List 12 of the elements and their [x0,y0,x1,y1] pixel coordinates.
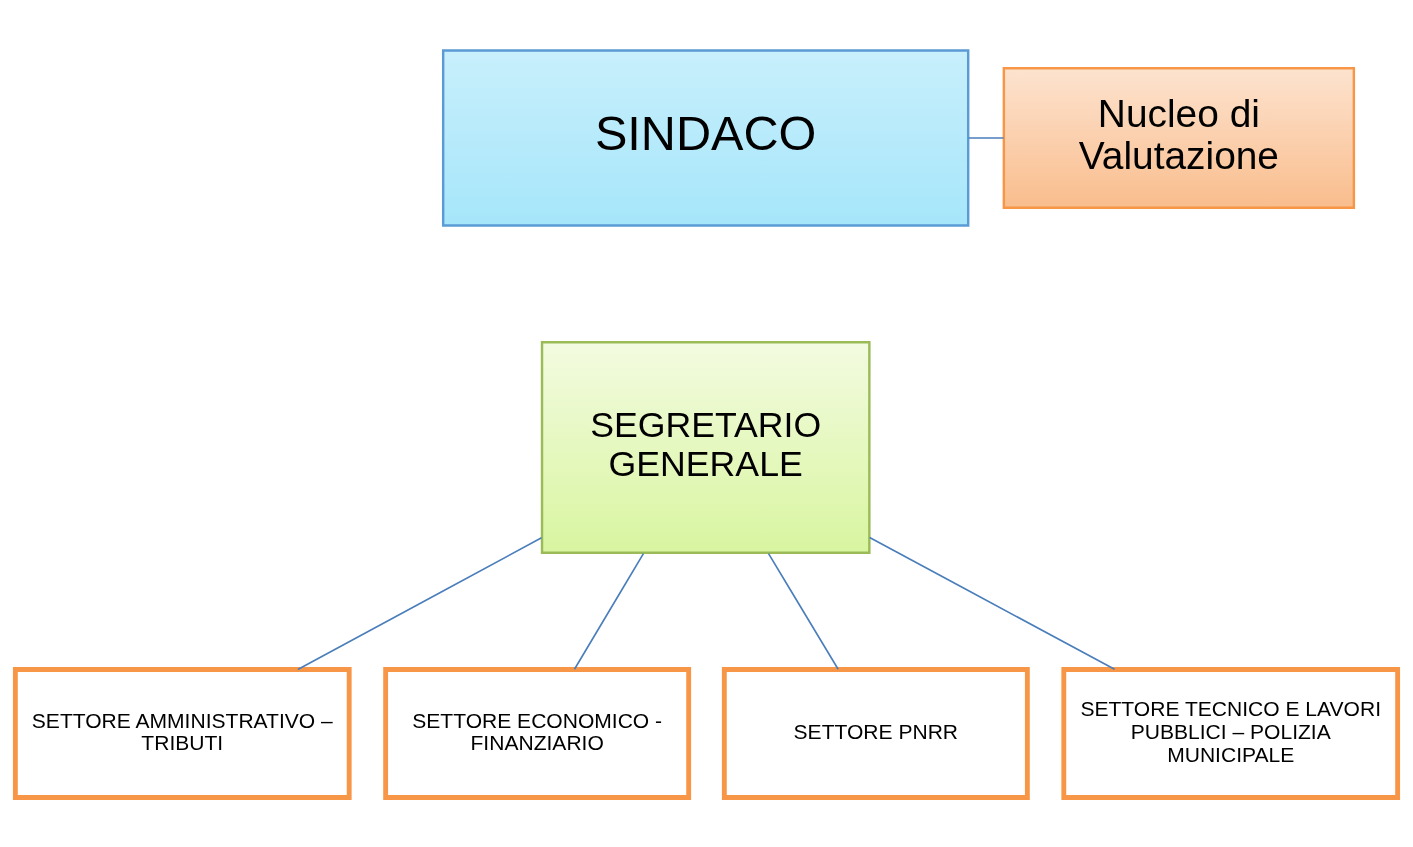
connector [868,536,1116,670]
node-box: SINDACO [441,48,970,227]
node-box: SETTORE AMMINISTRATIVO – TRIBUTI [12,666,352,800]
node-box: SEGRETARIO GENERALE [540,340,871,554]
node-box: SETTORE PNRR [721,666,1030,800]
connector [573,552,645,670]
node-box: SETTORE TECNICO E LAVORI PUBBLICI – POLIZIA MUNICIPALE [1061,666,1401,800]
node-box: Nucleo di Valutazione [1002,66,1356,209]
node-box: SETTORE ECONOMICO - FINANZIARIO [383,666,692,800]
connector [967,136,1005,139]
connector [296,536,543,670]
connector [767,552,839,670]
